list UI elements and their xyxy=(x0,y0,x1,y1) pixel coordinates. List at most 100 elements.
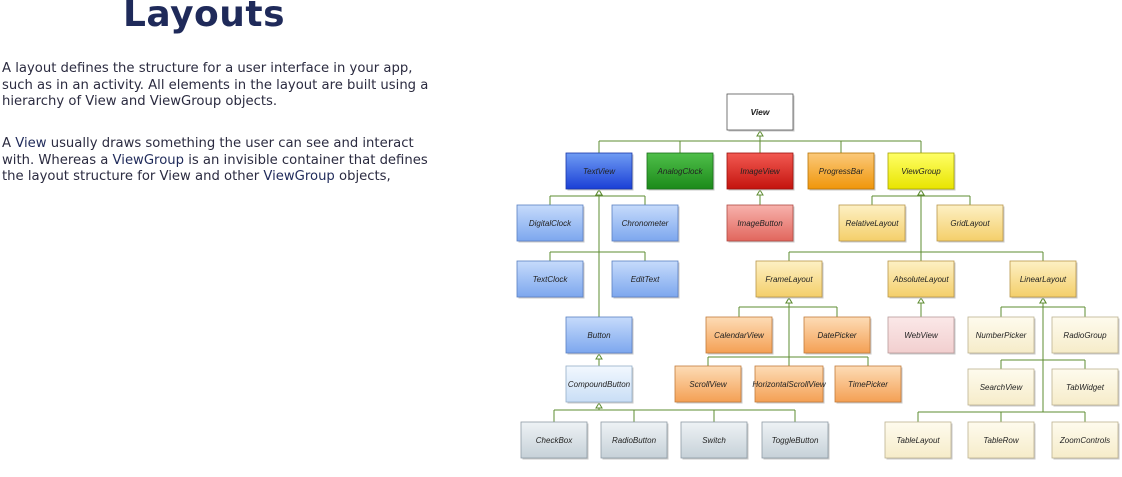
paragraph-text: is an invisible container that defines t… xyxy=(2,152,428,185)
node-box xyxy=(834,365,902,403)
node-label: TimePicker xyxy=(848,380,888,389)
inheritance-arrow-icon xyxy=(785,297,793,304)
class-node-digitalclock: DigitalClock xyxy=(516,204,585,243)
intro-paragraph: A layout defines the structure for a use… xyxy=(2,61,429,109)
node-box xyxy=(887,260,955,298)
node-label: ProgressBar xyxy=(819,167,864,176)
keyword-viewgroup: ViewGroup xyxy=(112,152,184,168)
inheritance-arrow-icon xyxy=(1039,297,1047,304)
node-label: ToggleButton xyxy=(772,436,819,445)
class-node-linearlayout: LinearLayout xyxy=(1009,260,1078,299)
node-label: AbsoluteLayout xyxy=(892,275,949,284)
node-box xyxy=(803,316,871,354)
class-node-radiogroup: RadioGroup xyxy=(1051,316,1120,355)
node-label: View xyxy=(750,107,770,117)
node-box xyxy=(611,260,679,298)
class-node-relativelayout: RelativeLayout xyxy=(838,204,907,243)
class-node-viewgroup: ViewGroup xyxy=(887,152,956,191)
node-label: WebView xyxy=(904,331,939,340)
node-label: TabWidget xyxy=(1066,383,1105,392)
node-label: FrameLayout xyxy=(765,275,813,284)
node-box xyxy=(761,421,829,459)
class-node-imagebutton: ImageButton xyxy=(726,204,795,243)
class-node-textview: TextView xyxy=(565,152,634,191)
node-box xyxy=(1051,421,1119,459)
node-label: CalendarView xyxy=(714,331,765,340)
class-node-compoundbutton: CompoundButton xyxy=(565,365,634,404)
node-box xyxy=(565,152,633,190)
node-label: Chronometer xyxy=(622,219,669,228)
node-label: ScrollView xyxy=(689,380,727,389)
node-box xyxy=(646,152,714,190)
node-box xyxy=(967,316,1035,354)
class-node-scrollview: ScrollView xyxy=(674,365,743,404)
node-label: TextClock xyxy=(533,275,569,284)
node-box xyxy=(516,260,584,298)
node-label: Switch xyxy=(702,436,726,445)
node-box xyxy=(755,260,823,298)
node-label: EditText xyxy=(631,275,660,284)
node-label: SearchView xyxy=(980,383,1024,392)
class-node-tabwidget: TabWidget xyxy=(1051,368,1120,407)
class-node-imageview: ImageView xyxy=(726,152,795,191)
keyword-view: View xyxy=(15,136,47,151)
paragraph-text: usually draws something the user can see… xyxy=(2,136,414,168)
node-label: DatePicker xyxy=(817,331,856,340)
inheritance-arrow-icon xyxy=(595,402,603,409)
class-node-framelayout: FrameLayout xyxy=(755,260,824,299)
node-box xyxy=(807,152,875,190)
inheritance-arrow-icon xyxy=(756,189,764,196)
node-box xyxy=(887,152,955,190)
node-label: Button xyxy=(587,331,611,340)
page-title: Layouts xyxy=(122,0,286,35)
class-node-togglebutton: ToggleButton xyxy=(761,421,830,460)
class-node-numberpicker: NumberPicker xyxy=(967,316,1036,355)
class-node-searchview: SearchView xyxy=(967,368,1036,407)
node-box xyxy=(520,421,588,459)
node-label: LinearLayout xyxy=(1020,275,1067,284)
node-box xyxy=(887,316,955,354)
class-node-webview: WebView xyxy=(887,316,956,355)
class-node-edittext: EditText xyxy=(611,260,680,299)
node-label: CheckBox xyxy=(536,436,573,445)
class-node-tablerow: TableRow xyxy=(967,421,1036,460)
class-node-progressbar: ProgressBar xyxy=(807,152,876,191)
inheritance-arrow-icon xyxy=(756,130,764,137)
class-node-chronometer: Chronometer xyxy=(611,204,680,243)
class-node-horizontalscrollview: HorizontalScrollView xyxy=(752,365,827,404)
node-box xyxy=(884,421,952,459)
keyword-viewgroup: ViewGroup xyxy=(263,169,335,184)
node-box xyxy=(838,204,906,242)
node-box xyxy=(1051,368,1119,406)
class-node-analogclock: AnalogClock xyxy=(646,152,715,191)
node-label: NumberPicker xyxy=(976,331,1027,340)
node-box xyxy=(565,365,633,403)
node-box xyxy=(611,204,679,242)
node-box xyxy=(967,368,1035,406)
paragraph-text: A xyxy=(2,136,16,151)
class-node-zoomcontrols: ZoomControls xyxy=(1051,421,1120,460)
node-label: ZoomControls xyxy=(1059,436,1110,445)
inheritance-arrow-icon xyxy=(595,189,603,196)
node-label: GridLayout xyxy=(950,219,990,228)
class-node-radiobutton: RadioButton xyxy=(600,421,669,460)
paragraph-text: objects, xyxy=(334,169,391,184)
node-box xyxy=(565,316,633,354)
class-node-button: Button xyxy=(565,316,634,355)
node-box xyxy=(936,204,1004,242)
class-node-calendarview: CalendarView xyxy=(705,316,774,355)
node-box xyxy=(1009,260,1077,298)
node-label: TableRow xyxy=(983,436,1020,445)
node-label: RadioGroup xyxy=(1063,331,1107,340)
node-box xyxy=(674,365,742,403)
node-box xyxy=(1051,316,1119,354)
inheritance-arrow-icon xyxy=(917,189,925,196)
node-label: DigitalClock xyxy=(529,219,572,228)
class-node-absolutelayout: AbsoluteLayout xyxy=(887,260,956,299)
node-label: AnalogClock xyxy=(657,167,704,176)
node-box xyxy=(705,316,773,354)
node-label: HorizontalScrollView xyxy=(752,380,826,389)
view-description-paragraph: A View usually draws something the user … xyxy=(2,136,434,186)
node-label: ViewGroup xyxy=(901,167,941,176)
